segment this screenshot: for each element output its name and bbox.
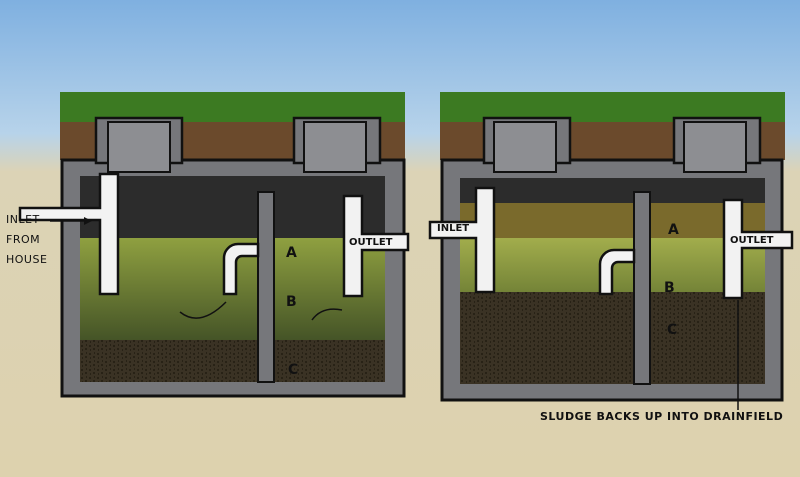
outlet-pipe	[722, 198, 794, 300]
layer-c-label: C	[288, 362, 298, 378]
outlet-pipe	[342, 194, 410, 298]
left-tank: A B C OUTLET	[18, 92, 410, 398]
inlet-from-house-label: INLET FROM HOUSE	[6, 213, 48, 266]
baffle-wall	[257, 191, 275, 383]
scum-thick-layer	[460, 203, 765, 239]
inlet-pipe	[18, 172, 120, 296]
sludge-layer	[80, 340, 385, 382]
layer-b-label: B	[664, 280, 675, 296]
layer-b-label: B	[286, 294, 297, 310]
lid	[303, 121, 367, 173]
sludge-caption: SLUDGE BACKS UP INTO DRAINFIELD	[540, 410, 784, 423]
inlet-label: INLET	[437, 223, 469, 234]
outlet-label: OUTLET	[730, 235, 774, 246]
layer-a-label: A	[286, 245, 297, 261]
layer-c-label: C	[667, 322, 677, 338]
layer-a-label: A	[668, 222, 679, 238]
right-tank: A B C INLET OUTLET	[428, 92, 794, 410]
sludge-layer	[460, 292, 765, 384]
elbow-pipe	[598, 248, 636, 296]
lid	[683, 121, 747, 173]
inlet-pipe	[428, 186, 496, 294]
lid	[107, 121, 171, 173]
baffle-wall	[633, 191, 651, 385]
outlet-label: OUTLET	[349, 237, 393, 248]
lid	[493, 121, 557, 173]
elbow-pipe	[222, 242, 260, 296]
